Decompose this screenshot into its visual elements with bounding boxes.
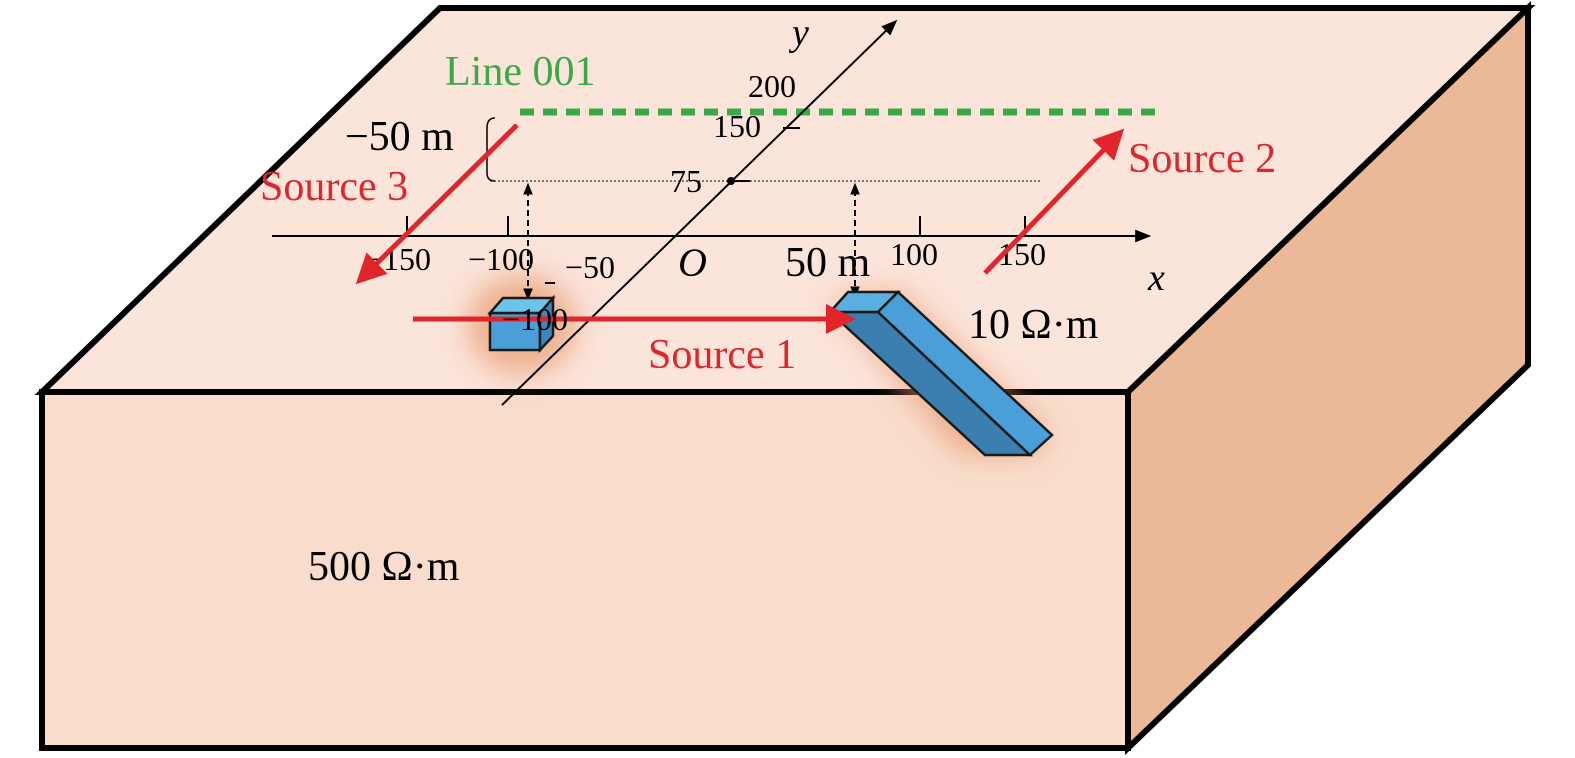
background-resistivity-label: 500 Ω·m (308, 544, 460, 590)
distance-label: 50 m (785, 240, 871, 286)
offset-label: −50 m (345, 114, 454, 160)
x-tick-neg100: −100 (468, 241, 534, 277)
dyke-anomaly (826, 290, 1054, 457)
source-3-label: Source 3 (260, 164, 408, 210)
line-label: Line 001 (445, 49, 595, 95)
cube-anomaly (487, 294, 556, 354)
source-3-arrow (355, 123, 519, 285)
y-tick-150: 150 (713, 108, 761, 144)
y-tick-200: 200 (748, 68, 796, 104)
y-axis (501, 19, 898, 406)
y-tick-75: 75 (670, 163, 702, 199)
y-tick-neg100: −100 (502, 301, 568, 337)
x-tick-100: 100 (890, 236, 938, 272)
anomaly-resistivity-label: 10 Ω·m (968, 302, 1099, 348)
source-2-label: Source 2 (1128, 136, 1276, 182)
y-axis-label: y (788, 12, 809, 54)
y75-point (727, 177, 735, 185)
offset-brace (486, 117, 496, 182)
side-face (1125, 0, 1531, 756)
source-2-arrow (983, 128, 1125, 275)
x-axis-label: x (1147, 257, 1165, 299)
origin-label: O (678, 240, 707, 285)
y-tick-neg50: −50 (565, 249, 615, 285)
source-1-label: Source 1 (648, 332, 796, 378)
x-tick-neg150: −150 (365, 241, 431, 277)
